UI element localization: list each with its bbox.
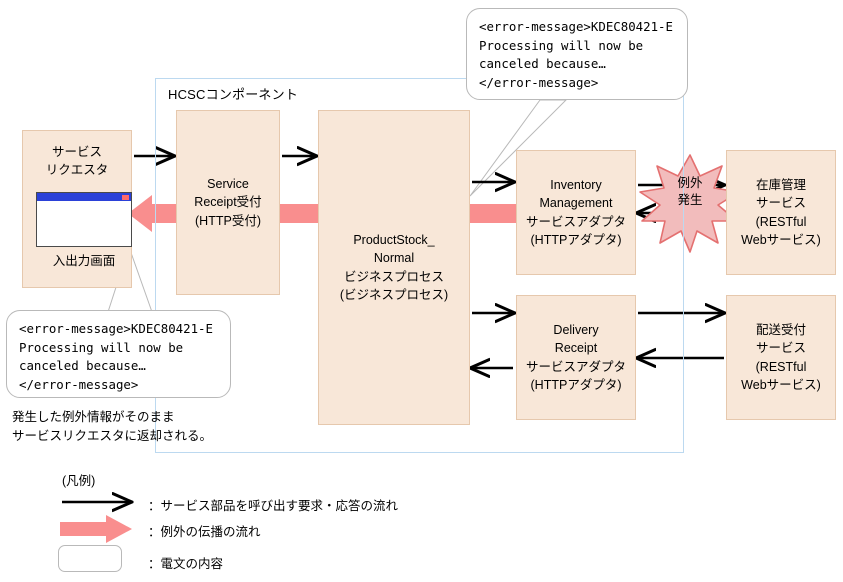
box-inventory-management-adapter: Inventory Management サービスアダプタ (HTTPアダプタ) [516,150,636,275]
box-delivery-reception-service: 配送受付 サービス (RESTful Webサービス) [726,295,836,420]
io-screen-caption: 入出力画面 [52,254,116,268]
box-inventory-management-adapter-label: Inventory Management サービスアダプタ (HTTPアダプタ) [525,178,626,247]
box-delivery-receipt-adapter: Delivery Receipt サービスアダプタ (HTTPアダプタ) [516,295,636,420]
box-stock-management-service-label: 在庫管理 サービス (RESTful Webサービス) [741,178,821,247]
exception-burst-icon [639,154,740,253]
box-service-receipt: Service Receipt受付 (HTTP受付) [176,110,280,295]
box-product-stock-process-label: ProductStock_ Normal ビジネスプロセス (ビジネスプロセス) [339,233,449,302]
box-stock-management-service: 在庫管理 サービス (RESTful Webサービス) [726,150,836,275]
window-close-icon [122,194,129,200]
box-delivery-reception-service-label: 配送受付 サービス (RESTful Webサービス) [741,323,821,392]
box-service-receipt-label: Service Receipt受付 (HTTP受付) [194,177,262,228]
callout-top-error-message: <error-message>KDEC80421-E Processing wi… [466,8,688,100]
hcsc-component-container [155,78,684,453]
legend-title: (凡例) [62,474,96,488]
legend-item-exception-flow: ：例外の伝播の流れ [148,525,261,539]
io-screen-window-graphic [36,192,132,247]
hcsc-component-label: HCSCコンポーネント [168,87,299,102]
legend-pink-arrow-icon [60,515,132,543]
legend-item-request-response: ：サービス部品を呼び出す要求・応答の流れ [148,499,399,513]
exception-return-note: 発生した例外情報がそのまま サービスリクエスタに返却される。 [12,410,213,443]
callout-top-tail [469,99,568,197]
box-product-stock-process: ProductStock_ Normal ビジネスプロセス (ビジネスプロセス) [318,110,470,425]
callout-bottom-error-message: <error-message>KDEC80421-E Processing wi… [6,310,231,398]
box-service-requester-label: サービス リクエスタ [45,145,109,178]
window-titlebar [37,193,131,201]
box-delivery-receipt-adapter-label: Delivery Receipt サービスアダプタ (HTTPアダプタ) [525,323,626,392]
legend-message-box-icon [58,545,122,572]
legend-item-message-content: ：電文の内容 [148,557,224,571]
